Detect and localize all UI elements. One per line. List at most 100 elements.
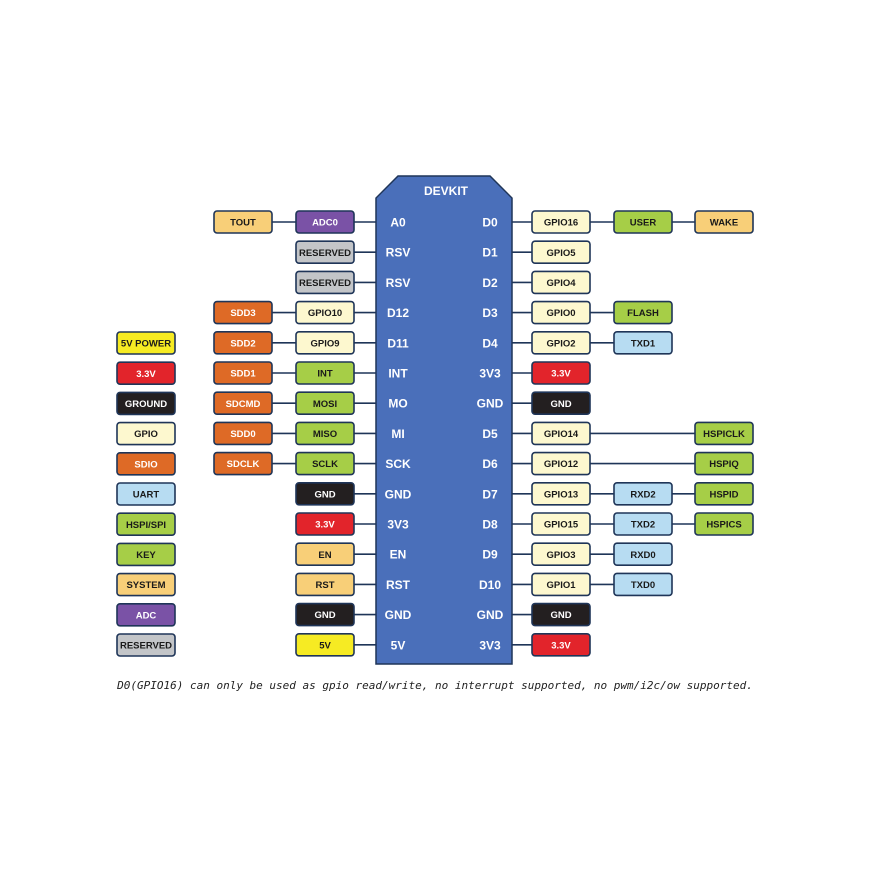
label-gnd-text: GND — [314, 489, 335, 500]
label-gpio15: GPIO15 — [531, 512, 591, 536]
label-hspiclk: HSPICLK — [694, 421, 754, 446]
label-hspid-box — [694, 481, 754, 506]
label-gpio0-text: GPIO0 — [546, 308, 575, 319]
label-hspics-box — [694, 512, 754, 536]
label-gpio2: GPIO2 — [531, 330, 591, 355]
legend-key-box — [116, 542, 176, 567]
label-gnd-text: GND — [550, 610, 571, 621]
label-tout-box — [213, 210, 273, 234]
legend-reserved-box — [116, 633, 176, 657]
legend-uart: UART — [116, 482, 176, 506]
pin-right-gnd: GND — [477, 608, 504, 622]
label-sdclk-text: SDCLK — [227, 459, 260, 470]
legend-hspi-spi-box — [116, 512, 176, 537]
pin-right-d5: D5 — [482, 427, 498, 441]
label-txd1: TXD1 — [613, 330, 673, 355]
label-reserved-box — [295, 240, 355, 264]
label-sdd3-box — [213, 300, 273, 325]
label-en-box — [295, 542, 355, 567]
label-gnd-text: GND — [550, 399, 571, 410]
label-sclk-text: SCLK — [312, 459, 338, 470]
label-rxd0: RXD0 — [613, 542, 673, 567]
label-txd1-text: TXD1 — [631, 338, 656, 349]
devkit-board — [375, 175, 513, 665]
pin-right-gnd: GND — [477, 397, 504, 411]
label-hspid: HSPID — [694, 481, 754, 506]
label-txd2-box — [613, 512, 673, 536]
label-sdd0-text: SDD0 — [230, 429, 255, 440]
legend-system-box — [116, 572, 176, 597]
legend-3-3v-box — [116, 361, 176, 386]
label-hspiclk-text: HSPICLK — [703, 429, 745, 440]
label-3-3v-text: 3.3V — [315, 520, 335, 531]
pin-left-mo: MO — [388, 397, 407, 411]
label-gpio4: GPIO4 — [531, 270, 591, 295]
label-gpio5-text: GPIO5 — [546, 248, 576, 259]
label-gpio14: GPIO14 — [531, 421, 591, 446]
label-flash-text: FLASH — [627, 308, 659, 319]
label-sdd0-box — [213, 421, 273, 446]
label-gpio0: GPIO0 — [531, 300, 591, 325]
legend-5v-power-text: 5V POWER — [121, 339, 171, 350]
label-adc0-box — [295, 210, 355, 234]
label-gpio4-box — [531, 270, 591, 295]
label-txd0: TXD0 — [613, 572, 673, 597]
label-tout-text: TOUT — [230, 218, 256, 229]
label-3-3v-box — [295, 512, 355, 536]
legend-ground-box — [116, 391, 176, 416]
label-gpio4-text: GPIO4 — [546, 278, 576, 289]
label-gnd: GND — [295, 602, 355, 627]
label-rst: RST — [295, 572, 355, 597]
label-sdd1-box — [213, 361, 273, 385]
legend-sdio: SDIO — [116, 451, 176, 476]
label-txd2: TXD2 — [613, 512, 673, 536]
label-flash: FLASH — [613, 300, 673, 325]
label-reserved: RESERVED — [295, 240, 355, 264]
pin-left-d11: D11 — [387, 336, 409, 350]
label-hspid-text: HSPID — [709, 489, 738, 500]
label-sclk: SCLK — [295, 451, 355, 476]
label-wake-text: WAKE — [710, 218, 739, 229]
label-rxd0-box — [613, 542, 673, 567]
label-int: INT — [295, 361, 355, 385]
label-sdd3-text: SDD3 — [230, 308, 255, 319]
label-3-3v: 3.3V — [295, 512, 355, 536]
pin-right-d1: D1 — [482, 246, 498, 260]
pin-left-rsv: RSV — [386, 246, 411, 260]
label-mosi-box — [295, 391, 355, 416]
label-gpio1-text: GPIO1 — [546, 580, 576, 591]
label-tout: TOUT — [213, 210, 273, 234]
legend-sdio-text: SDIO — [134, 459, 157, 470]
legend-5v-power-box — [116, 331, 176, 355]
label-txd1-box — [613, 330, 673, 355]
label-gpio9-text: GPIO9 — [310, 338, 339, 349]
pin-left-mi: MI — [391, 427, 404, 441]
label-gpio1: GPIO1 — [531, 572, 591, 597]
label-gnd-box — [295, 481, 355, 506]
label-sdd3: SDD3 — [213, 300, 273, 325]
label-gpio13-text: GPIO13 — [544, 489, 578, 500]
label-gpio16: GPIO16 — [531, 210, 591, 234]
label-gpio14-box — [531, 421, 591, 446]
legend-key-text: KEY — [136, 550, 156, 561]
label-gpio15-text: GPIO15 — [544, 520, 579, 531]
label-rxd2: RXD2 — [613, 481, 673, 506]
pin-right-3v3: 3V3 — [479, 367, 501, 381]
label-rst-box — [295, 572, 355, 597]
label-user: USER — [613, 210, 673, 234]
label-3-3v: 3.3V — [531, 632, 591, 657]
board-title: DEVKIT — [424, 184, 469, 198]
legend-gpio-text: GPIO — [134, 429, 158, 440]
legend-gpio-box — [116, 421, 176, 446]
legend-3-3v: 3.3V — [116, 361, 176, 386]
board-pin-names: A0RSVRSVD12D11INTMOMISCKGND3V3ENRSTGND5V… — [385, 216, 504, 653]
pin-left-int: INT — [388, 367, 408, 381]
label-gnd-box — [295, 602, 355, 627]
label-sdd2-text: SDD2 — [230, 338, 255, 349]
label-gpio16-text: GPIO16 — [544, 218, 578, 229]
label-5v-text: 5V — [319, 640, 331, 651]
legend-3-3v-text: 3.3V — [136, 369, 156, 380]
label-reserved-box — [295, 270, 355, 295]
pin-left-5v: 5V — [391, 638, 406, 652]
